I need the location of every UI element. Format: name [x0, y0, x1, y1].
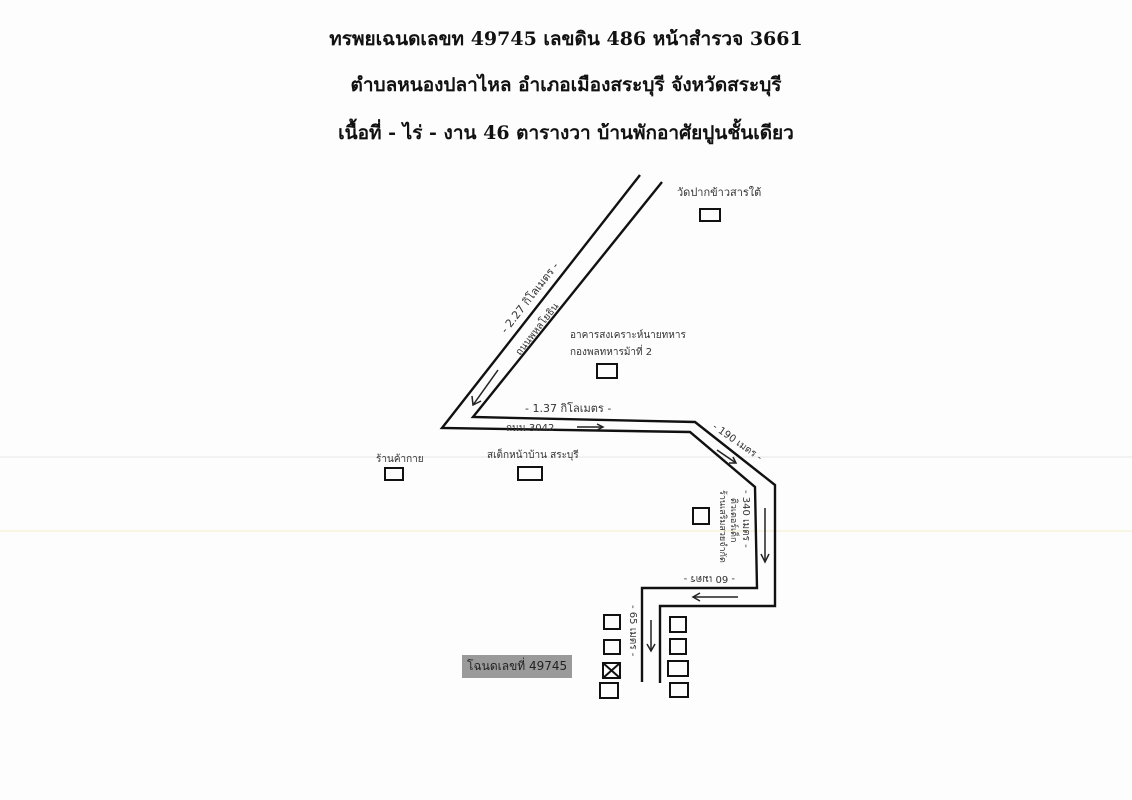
distance-340: - 340 เมตร - — [740, 490, 751, 548]
header-line-3: เนื้อที่ - ไร่ - งาน 46 ตารางวา บ้านพักอ… — [338, 122, 794, 144]
arrow-icon — [577, 423, 605, 431]
house — [599, 682, 619, 699]
beauty-shop-line1: ร้านเสริมสวยจำกัด — [717, 490, 728, 563]
arrow-icon — [716, 449, 738, 464]
arrow-icon — [471, 369, 499, 407]
arrow-icon — [760, 508, 770, 564]
beauty-shop-line2: ติวเตอร์เด็ก — [728, 498, 741, 542]
distance-60: - 60 เมตร - — [683, 573, 735, 584]
distance-main-road: - 2.27 กิโลเมตร - — [497, 259, 561, 336]
main-road-outer — [439, 174, 759, 682]
steak-shop-label: สเต็กหน้าบ้าน สระบุรี — [487, 447, 579, 461]
house — [669, 616, 687, 633]
deed-number-tag: โฉนดเลขที่ 49745 — [462, 655, 573, 678]
header-line-1: ทรพยเฉนดเลขท 49745 เลขดิน 486 หน้าสำรวจ … — [329, 28, 803, 50]
header-line-2: ตำบลหนองปลาไหล อำเภอเมืองสระบุรี จังหวัด… — [350, 74, 782, 96]
house — [603, 614, 621, 630]
house — [669, 682, 689, 698]
beauty-shop-building — [692, 507, 710, 525]
road-3042-label: ถนน 3042 — [506, 423, 554, 434]
arrow-icon — [646, 620, 656, 653]
steak-shop-building — [517, 466, 543, 481]
temple-building — [699, 208, 721, 222]
distance-65: - 65 เมตร - — [627, 605, 638, 657]
house — [603, 639, 621, 655]
house — [667, 660, 689, 677]
main-road-inner — [470, 181, 777, 683]
military-housing-line2: กองพลทหารม้าที่ 2 — [570, 344, 652, 358]
temple-label: วัดปากข้าวสารใต้ — [677, 186, 761, 199]
house — [669, 638, 687, 655]
distance-3042: - 1.37 กิโลเมตร - — [525, 401, 611, 415]
military-housing-building — [596, 363, 618, 379]
military-housing-line1: อาคารสงเคราะห์นายทหาร — [570, 329, 686, 341]
shop-left-label: ร้านค้ากาย — [376, 453, 424, 465]
target-property — [602, 662, 621, 679]
arrow-icon — [691, 592, 738, 602]
shop-left-building — [384, 467, 404, 481]
